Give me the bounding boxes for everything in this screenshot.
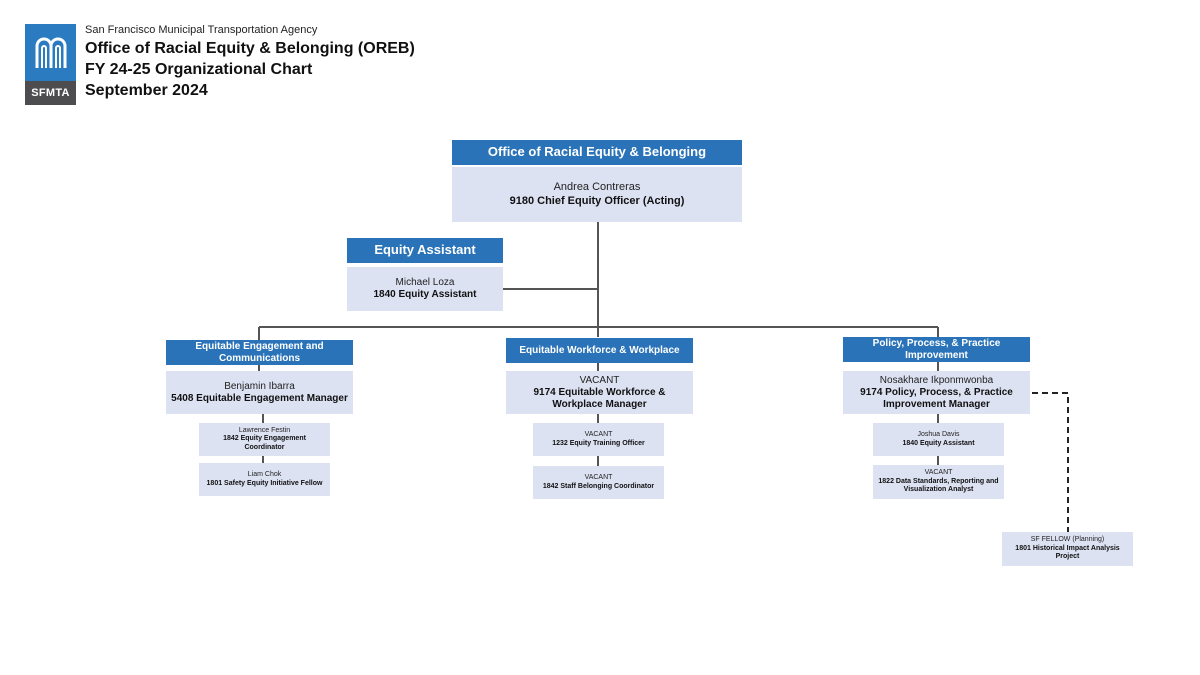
division-header-policy: Policy, Process, & Practice Improvement [843, 337, 1030, 362]
person-name: Michael Loza [395, 277, 455, 288]
person-name: Joshua Davis [917, 431, 960, 439]
position-title: 1842 Staff Belonging Coordinator [542, 482, 655, 490]
staff-box-policy-2: VACANT 1822 Data Standards, Reporting an… [873, 465, 1004, 499]
fellow-box: SF FELLOW (Planning) 1801 Historical Imp… [1002, 532, 1133, 566]
position-title: 9174 Policy, Process, & Practice Improve… [860, 386, 1013, 410]
position-title: 1840 Equity Assistant [902, 439, 975, 447]
agency-name: San Francisco Municipal Transportation A… [85, 24, 318, 36]
chief-equity-officer-box: Andrea Contreras 9180 Chief Equity Offic… [452, 167, 742, 222]
person-name: Liam Chok [247, 471, 282, 479]
person-name: VACANT [584, 474, 613, 482]
person-name: Lawrence Festin [238, 426, 291, 434]
division-header-workforce: Equitable Workforce & Workplace [506, 338, 693, 363]
staff-box-engagement-1: Lawrence Festin 1842 Equity Engagement C… [199, 423, 330, 456]
staff-box-workforce-2: VACANT 1842 Staff Belonging Coordinator [533, 466, 664, 499]
position-title: 1840 Equity Assistant [373, 289, 477, 300]
manager-box-engagement: Benjamin Ibarra 5408 Equitable Engagemen… [166, 371, 353, 414]
position-title: 1801 Safety Equity Initiative Fellow [206, 479, 323, 487]
position-title: 5408 Equitable Engagement Manager [171, 392, 348, 404]
position-title: 1822 Data Standards, Reporting and Visua… [878, 477, 999, 494]
staff-box-policy-1: Joshua Davis 1840 Equity Assistant [873, 423, 1004, 456]
person-name: VACANT [579, 374, 620, 386]
person-name: Nosakhare Ikponmwonba [879, 374, 994, 386]
position-title: 1232 Equity Training Officer [552, 439, 645, 447]
staff-box-workforce-1: VACANT 1232 Equity Training Officer [533, 423, 664, 456]
person-name: VACANT [584, 431, 613, 439]
division-header-engagement: Equitable Engagement and Communications [166, 340, 353, 365]
person-name: SF FELLOW (Planning) [1030, 536, 1105, 544]
worm-logo-icon [35, 37, 66, 68]
page-subtitle: FY 24-25 Organizational Chart [85, 61, 313, 78]
sfmta-logo: SFMTA [25, 24, 76, 105]
person-name: Andrea Contreras [553, 181, 641, 194]
page-date: September 2024 [85, 82, 208, 99]
manager-box-policy: Nosakhare Ikponmwonba 9174 Policy, Proce… [843, 371, 1030, 414]
sfmta-wordmark: SFMTA [25, 81, 76, 105]
page-title: Office of Racial Equity & Belonging (ORE… [85, 40, 415, 57]
sfmta-logo-mark [25, 24, 76, 81]
connector-fellow-dashed [1032, 392, 1069, 532]
position-title: 1801 Historical Impact Analysis Project [1015, 544, 1120, 561]
manager-box-workforce: VACANT 9174 Equitable Workforce & Workpl… [506, 371, 693, 414]
equity-assistant-box: Michael Loza 1840 Equity Assistant [347, 267, 503, 311]
person-name: VACANT [924, 469, 953, 477]
person-name: Benjamin Ibarra [224, 380, 295, 392]
position-title: 1842 Equity Engagement Coordinator [223, 435, 306, 451]
position-title: 9180 Chief Equity Officer (Acting) [509, 194, 685, 207]
office-header: Office of Racial Equity & Belonging [452, 140, 742, 165]
equity-assistant-header: Equity Assistant [347, 238, 503, 263]
position-title: 9174 Equitable Workforce & Workplace Man… [533, 386, 666, 410]
staff-box-engagement-2: Liam Chok 1801 Safety Equity Initiative … [199, 463, 330, 496]
